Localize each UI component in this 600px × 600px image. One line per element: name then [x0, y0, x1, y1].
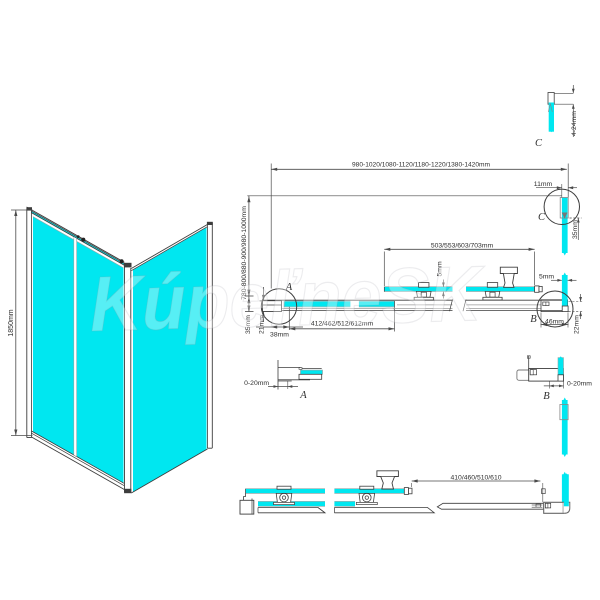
svg-text:35mm: 35mm	[245, 315, 252, 334]
svg-text:38mm: 38mm	[270, 332, 289, 339]
svg-text:A: A	[285, 282, 293, 293]
svg-text:11mm: 11mm	[534, 181, 553, 188]
svg-text:780-800/880-900/980-1000mm: 780-800/880-900/980-1000mm	[241, 206, 248, 300]
svg-text:1850mm: 1850mm	[8, 309, 15, 336]
svg-text:B: B	[543, 391, 550, 402]
svg-text:4-24mm: 4-24mm	[571, 111, 578, 136]
svg-text:C: C	[538, 212, 546, 223]
svg-text:412/462/512/612mm: 412/462/512/612mm	[311, 321, 374, 328]
svg-text:A: A	[299, 390, 307, 401]
svg-text:C: C	[535, 138, 543, 149]
svg-text:0-20mm: 0-20mm	[567, 380, 592, 387]
svg-text:0-20mm: 0-20mm	[244, 380, 269, 387]
svg-text:980-1020/1080-1120/1180-1220/1: 980-1020/1080-1120/1180-1220/1380-1420mm	[352, 161, 490, 168]
svg-text:B: B	[530, 314, 537, 325]
svg-text:21mm: 21mm	[258, 315, 265, 334]
svg-text:46mm: 46mm	[545, 319, 564, 326]
svg-text:22mm: 22mm	[573, 315, 580, 334]
svg-text:35mm: 35mm	[572, 220, 579, 239]
svg-text:503/553/603/703mm: 503/553/603/703mm	[431, 243, 494, 250]
svg-text:5mm: 5mm	[539, 274, 554, 281]
svg-text:410/460/510/610: 410/460/510/610	[450, 474, 501, 481]
svg-text:5mm: 5mm	[437, 261, 444, 276]
